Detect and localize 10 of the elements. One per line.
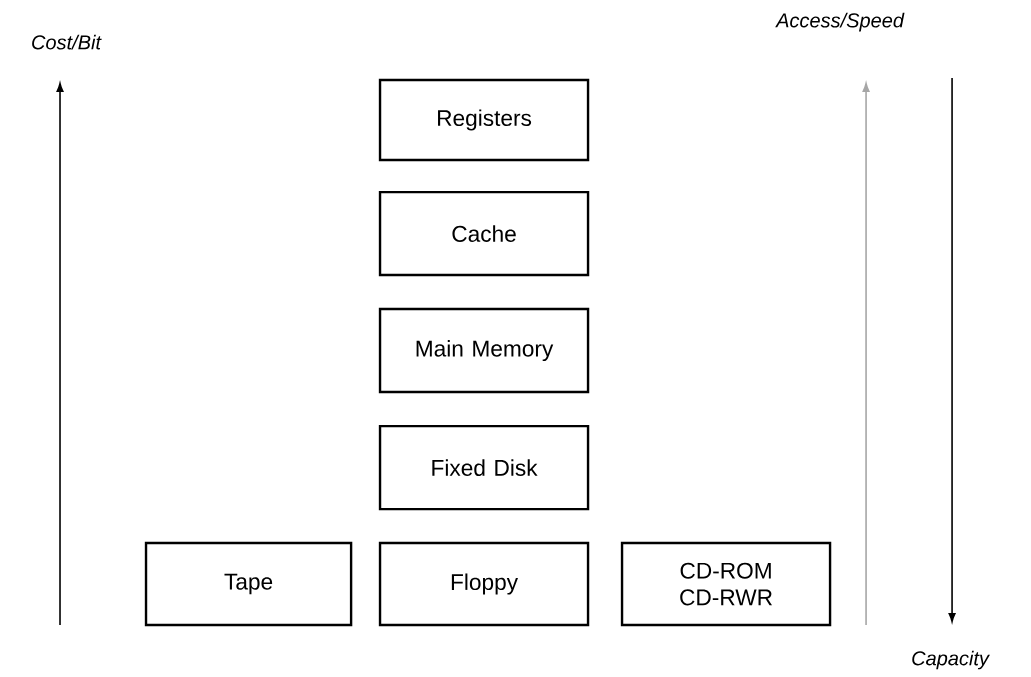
axis-label: Cost/Bit [32, 34, 102, 50]
memory-box: Tape [144, 541, 353, 627]
axis-label: Capacity [912, 650, 990, 670]
memory-box: Fixed Disk [378, 424, 590, 511]
memory-box: Cache [378, 190, 590, 277]
axis-label: Access/Speed [775, 12, 905, 32]
memory-box: CD-ROM CD-RWR [620, 541, 832, 627]
memory-box: Main Memory [378, 307, 590, 394]
memory-box: Floppy [378, 541, 590, 627]
memory-box: Registers [378, 78, 590, 162]
